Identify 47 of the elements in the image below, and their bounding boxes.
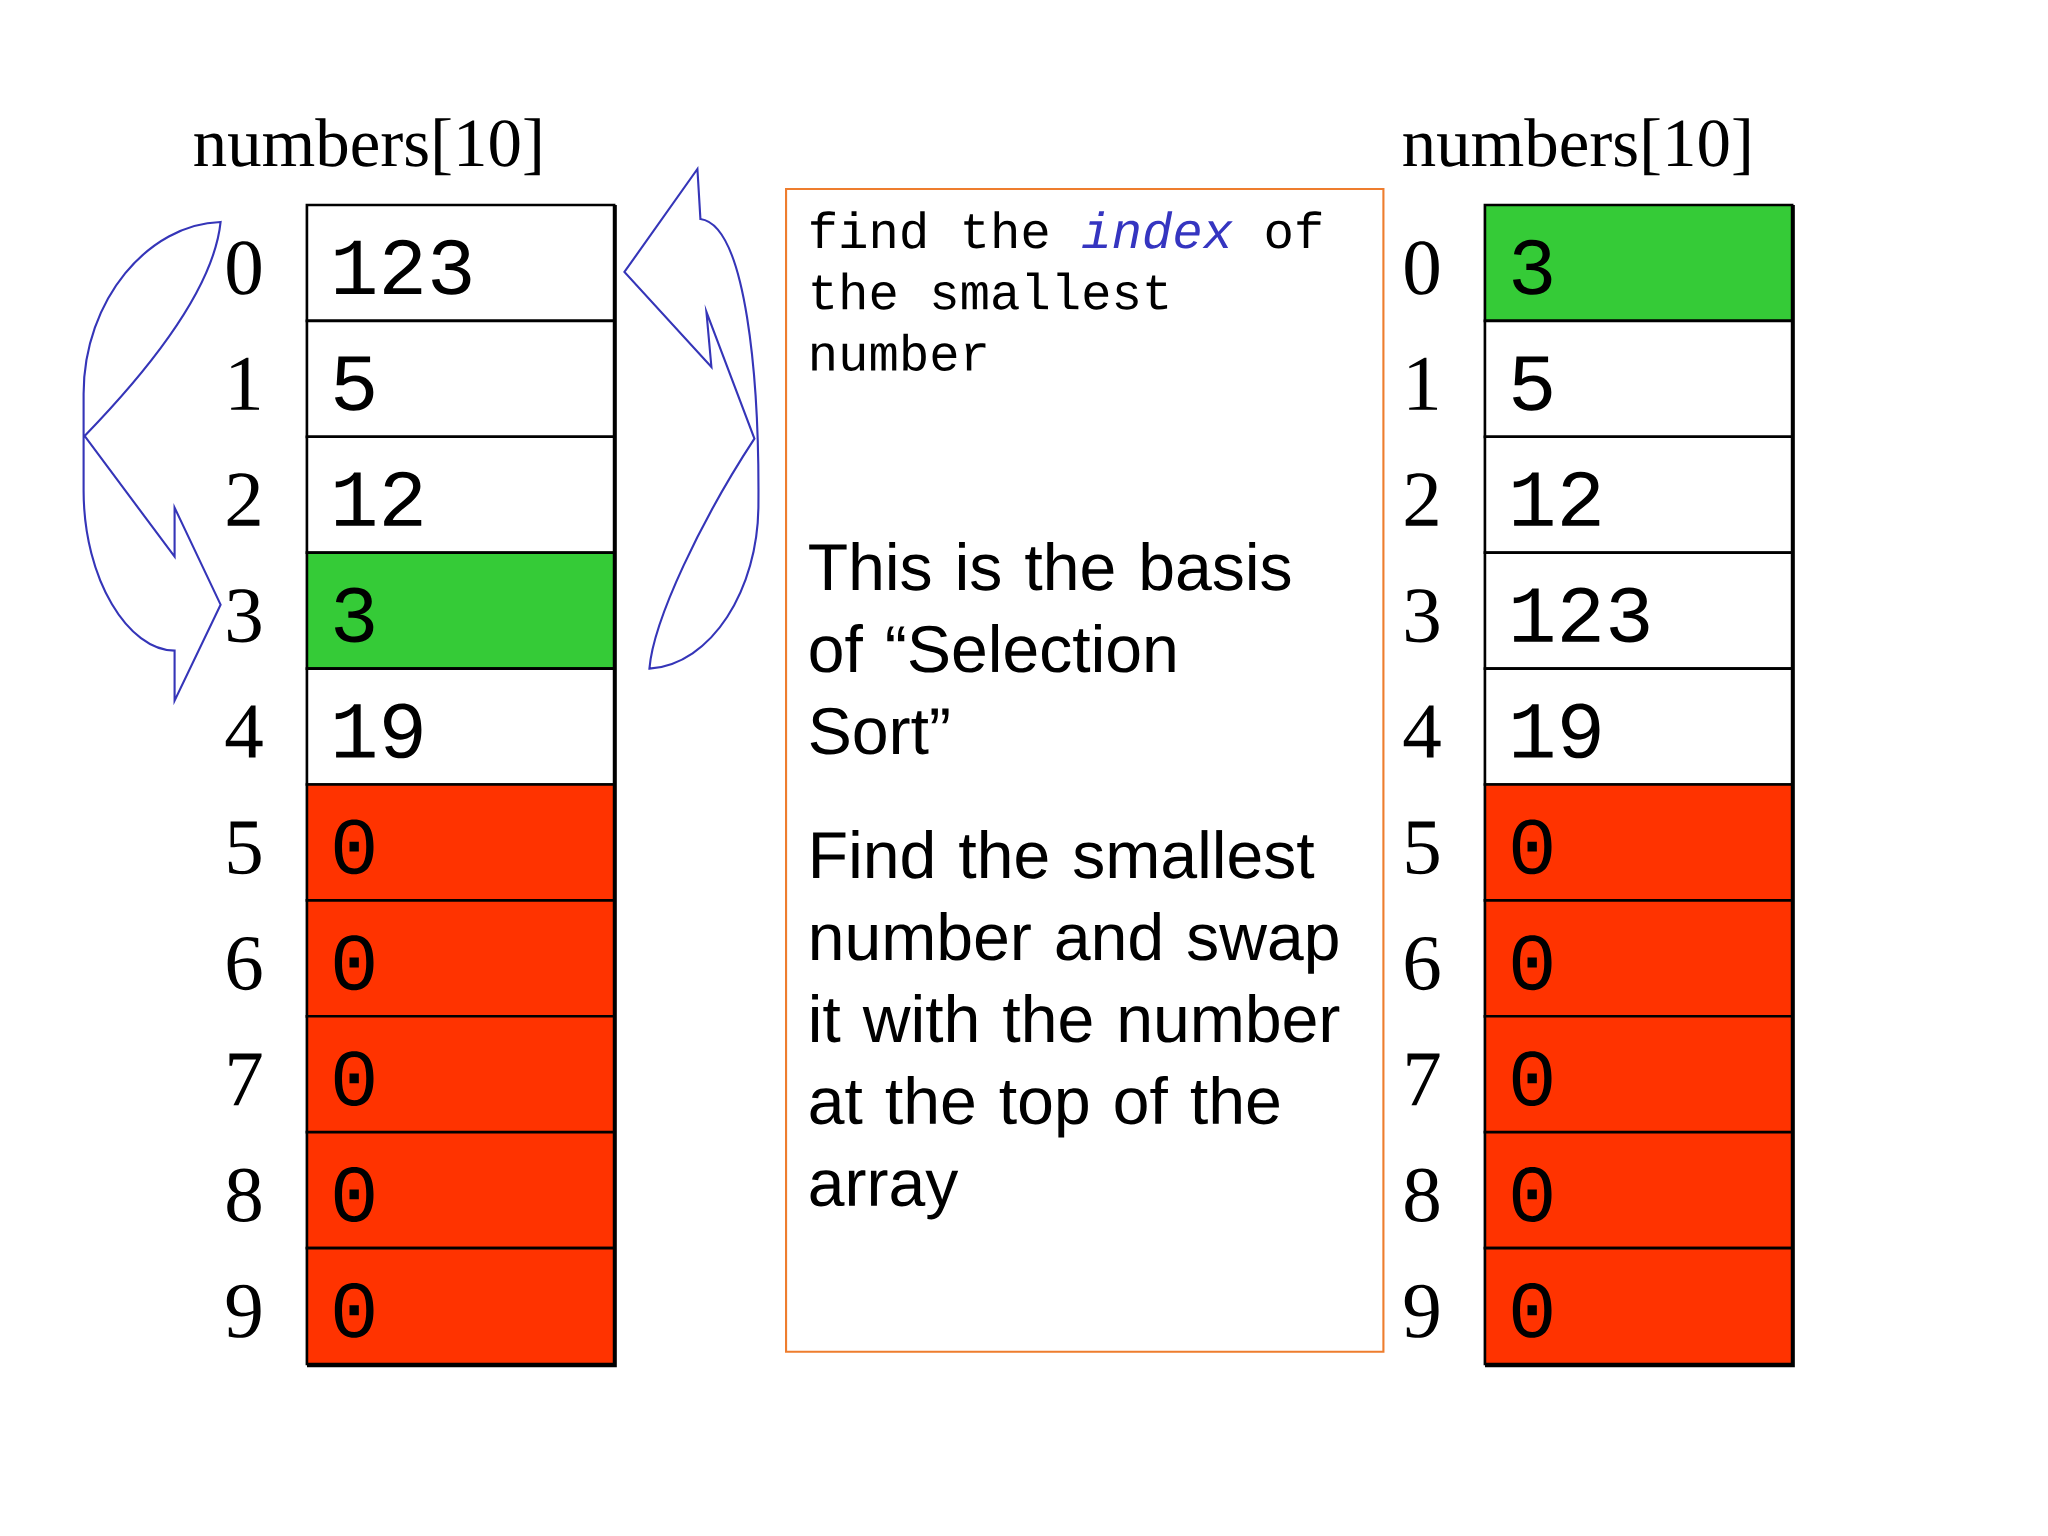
array-cell: 0 [1483,783,1794,902]
array-cell: 3 [305,551,616,670]
index-label: 1 [1409,357,1438,410]
array-cell: 0 [305,783,616,902]
index-label: 4 [1403,705,1441,758]
index-label: 0 [227,241,261,295]
index-label: 5 [1406,821,1439,875]
curved-arrow [82,220,222,702]
array-cell: 0 [305,1130,616,1250]
index-label: 9 [1404,1284,1439,1338]
index-label: 3 [228,589,261,643]
index-label: 7 [1407,1053,1440,1106]
array-cell: 123 [305,203,616,323]
array-heading: numbers[10] [1403,118,1749,176]
paragraph: Find the smallest number and swap it with the number at the top of the array [810,830,1340,1220]
array-cell: 123 [1483,551,1794,670]
index-label: 2 [227,473,260,526]
array-cell: 0 [1483,1130,1794,1250]
array-cell: 0 [1483,1014,1794,1134]
array-cell: 12 [1483,435,1794,555]
array-heading: numbers[10] [194,118,540,176]
index-label: 2 [1405,473,1438,526]
index-label: 9 [226,1284,261,1338]
array-cell: 19 [305,667,616,786]
index-label: 7 [229,1053,262,1106]
index-label: 8 [227,1168,261,1222]
index-label: 5 [228,821,261,875]
curved-arrow [623,167,760,670]
paragraph: This is the basis of “Selection Sort” [809,542,1291,755]
array-cell: 5 [1483,319,1794,439]
index-label: 0 [1405,241,1439,295]
index-label: 3 [1406,589,1439,643]
index-label: 4 [225,705,263,758]
array-cell: 12 [305,435,616,555]
array-cell: 19 [1483,667,1794,786]
array-cell: 0 [305,1246,616,1366]
index-label: 1 [231,357,259,410]
index-label: 8 [1405,1168,1439,1222]
array-cell: 0 [1483,899,1794,1018]
index-label: 6 [227,936,262,991]
array-cell: 3 [1483,203,1794,323]
comment-text: find the index of the smallest number [811,211,1322,371]
array-cell: 0 [305,1014,616,1134]
array-cell: 0 [1483,1246,1794,1366]
index-label: 6 [1405,936,1440,991]
array-cell: 0 [305,899,616,1018]
array-cell: 5 [305,319,616,439]
